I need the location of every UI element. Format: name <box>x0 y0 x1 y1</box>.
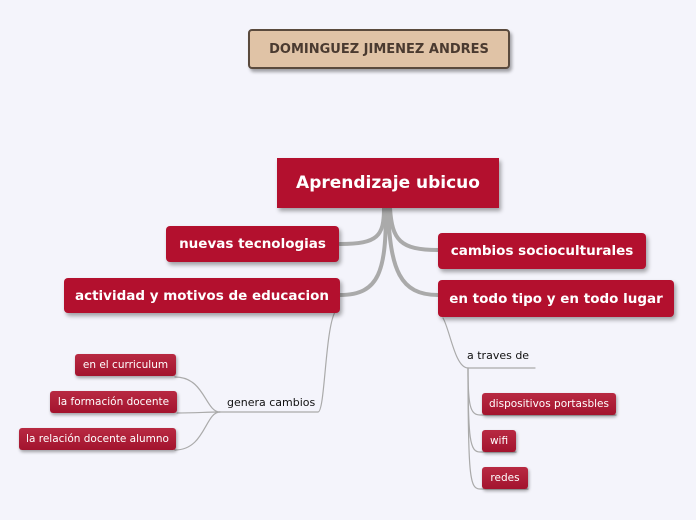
branch-cambios-socioculturales[interactable]: cambios socioculturales <box>438 233 646 269</box>
trunk-left <box>338 206 386 246</box>
leaf-la-formacion-docente[interactable]: la formación docente <box>50 391 177 413</box>
leaf-dispositivos-portasbles[interactable]: dispositivos portasbles <box>482 393 616 415</box>
line-relacion <box>174 411 221 451</box>
branch-actividad-motivos[interactable]: actividad y motivos de educacion <box>64 278 340 313</box>
connector-label-a-traves-de: a traves de <box>467 349 530 362</box>
branch-nuevas-tecnologias[interactable]: nuevas tecnologias <box>166 226 339 262</box>
leaf-redes[interactable]: redes <box>482 467 528 489</box>
line-curriculum <box>174 376 221 413</box>
connector-label-genera-cambios: genera cambios <box>227 396 316 409</box>
trunk-right-2 <box>386 206 440 297</box>
trunk-right <box>388 206 440 252</box>
author-title-box[interactable]: DOMINGUEZ JIMENEZ ANDRES <box>248 29 510 69</box>
leaf-wifi[interactable]: wifi <box>482 430 516 452</box>
branch-en-todo-tipo[interactable]: en todo tipo y en todo lugar <box>438 280 674 317</box>
leaf-en-el-curriculum[interactable]: en el curriculum <box>75 354 176 376</box>
line-formacion <box>176 411 221 414</box>
central-topic[interactable]: Aprendizaje ubicuo <box>277 158 499 208</box>
leaf-la-relacion-docente-alumno[interactable]: la relación docente alumno <box>19 428 176 450</box>
line-genera <box>219 311 336 413</box>
line-redes <box>467 367 529 490</box>
trunk-left-2 <box>338 206 388 297</box>
